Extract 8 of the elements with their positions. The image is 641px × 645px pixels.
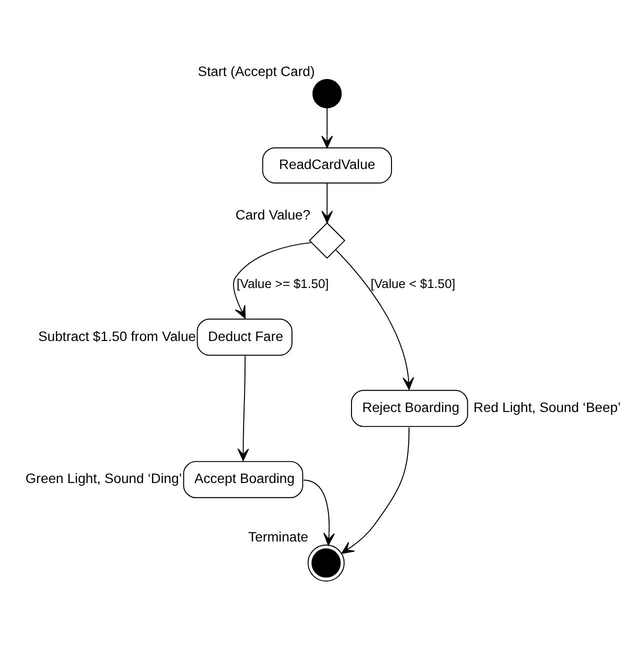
node-label: Green Light, Sound ‘Ding’	[26, 470, 182, 486]
node-label: Card Value?	[235, 206, 310, 222]
edge-label: [Value < $1.50]	[370, 276, 456, 290]
node-label: Start (Accept Card)	[198, 63, 315, 78]
edge-label: [Value >= $1.50]	[236, 276, 329, 290]
node-label: Red Light, Sound ‘Beep’	[473, 399, 621, 414]
node-label: Terminate	[248, 528, 308, 544]
node-label: Subtract $1.50 from Value	[38, 328, 196, 344]
